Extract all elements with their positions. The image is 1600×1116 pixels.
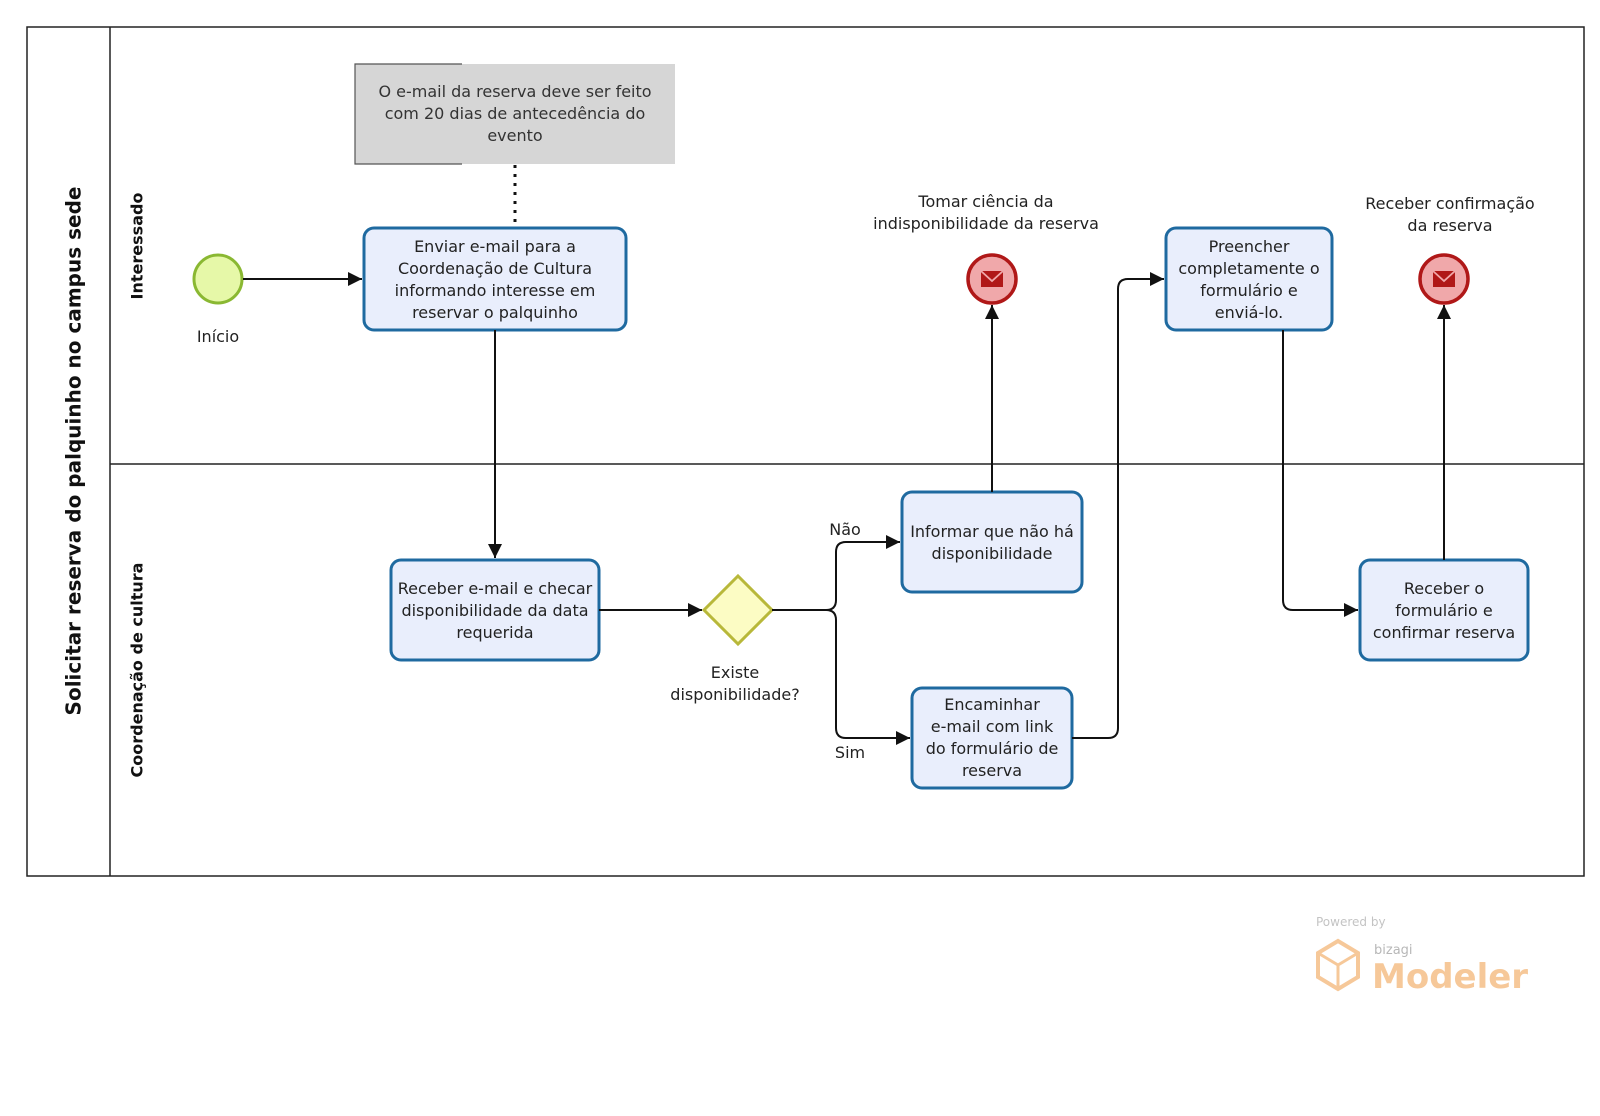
annotation-line: evento — [487, 126, 542, 145]
task-fill-form[interactable]: Preencher completamente o formulário e e… — [1164, 226, 1334, 332]
task-label: enviá-lo. — [1215, 303, 1284, 322]
flow-label-no: Não — [829, 520, 861, 539]
start-event-label: Início — [197, 327, 239, 346]
task-label: Informar que não há — [910, 522, 1074, 541]
end-event-label: Tomar ciência da — [917, 192, 1053, 211]
task-label: formulário e — [1395, 601, 1492, 620]
bizagi-logo: Powered by bizagi Modeler — [1316, 915, 1528, 997]
flow-gateway-to-inform[interactable] — [772, 535, 900, 611]
task-label: Enviar e-mail para a — [414, 237, 576, 256]
task-label: completamente o — [1178, 259, 1319, 278]
task-label: disponibilidade — [932, 544, 1053, 563]
end-event-label: Receber confirmação — [1365, 194, 1534, 213]
exclusive-gateway[interactable] — [701, 573, 775, 647]
pool: Solicitar reserva do palquinho no campus… — [26, 26, 1585, 877]
task-label: requerida — [456, 623, 533, 642]
task-label: do formulário de — [926, 739, 1059, 758]
task-label: formulário e — [1200, 281, 1297, 300]
envelope-icon — [1432, 270, 1456, 287]
pool-title: Solicitar reserva do palquinho no campus… — [62, 187, 86, 716]
end-event-unavailable[interactable] — [966, 253, 1018, 305]
task-send-email[interactable]: Enviar e-mail para a Coordenação de Cult… — [362, 226, 628, 332]
end-event-confirmed[interactable] — [1418, 253, 1470, 305]
task-label: reserva — [962, 761, 1022, 780]
task-label: confirmar reserva — [1373, 623, 1515, 642]
task-label: Encaminhar — [944, 695, 1040, 714]
end-event-label: da reserva — [1407, 216, 1492, 235]
task-label: Coordenação de Cultura — [398, 259, 592, 278]
lane-title-coordenacao: Coordenação de cultura — [128, 563, 147, 778]
flow-label-yes: Sim — [835, 743, 865, 762]
task-receive-check[interactable]: Receber e-mail e checar disponibilidade … — [389, 558, 601, 662]
task-label: reservar o palquinho — [412, 303, 578, 322]
annotation-line: com 20 dias de antecedência do — [385, 104, 646, 123]
envelope-icon — [980, 270, 1004, 287]
gateway-label: Existe — [711, 663, 759, 682]
task-label: disponibilidade da data — [401, 601, 588, 620]
task-receive-form[interactable]: Receber o formulário e confirmar reserva — [1358, 558, 1530, 662]
task-label: Preencher — [1209, 237, 1290, 256]
lane-title-interessado: Interessado — [128, 193, 147, 300]
powered-by-text: Powered by — [1316, 915, 1386, 929]
task-label: informando interesse em — [395, 281, 596, 300]
end-event-label: indisponibilidade da reserva — [873, 214, 1099, 233]
product-text: Modeler — [1372, 957, 1528, 997]
gateway-label: disponibilidade? — [670, 685, 799, 704]
task-label: e-mail com link — [931, 717, 1054, 736]
flow-forward-to-fill[interactable] — [1072, 272, 1164, 739]
task-inform-unavailable[interactable]: Informar que não há disponibilidade — [900, 490, 1084, 594]
annotation-line: O e-mail da reserva deve ser feito — [378, 82, 651, 101]
flow-gateway-to-forward[interactable] — [825, 609, 910, 745]
task-label: Receber o — [1404, 579, 1484, 598]
task-label: Receber e-mail e checar — [398, 579, 593, 598]
start-event[interactable] — [192, 253, 244, 305]
company-text: bizagi — [1374, 943, 1413, 958]
text-annotation[interactable]: O e-mail da reserva deve ser feito com 2… — [354, 63, 675, 165]
task-forward-link[interactable]: Encaminhar e-mail com link do formulário… — [910, 686, 1074, 790]
flow-fill-to-receive-form[interactable] — [1282, 330, 1358, 617]
